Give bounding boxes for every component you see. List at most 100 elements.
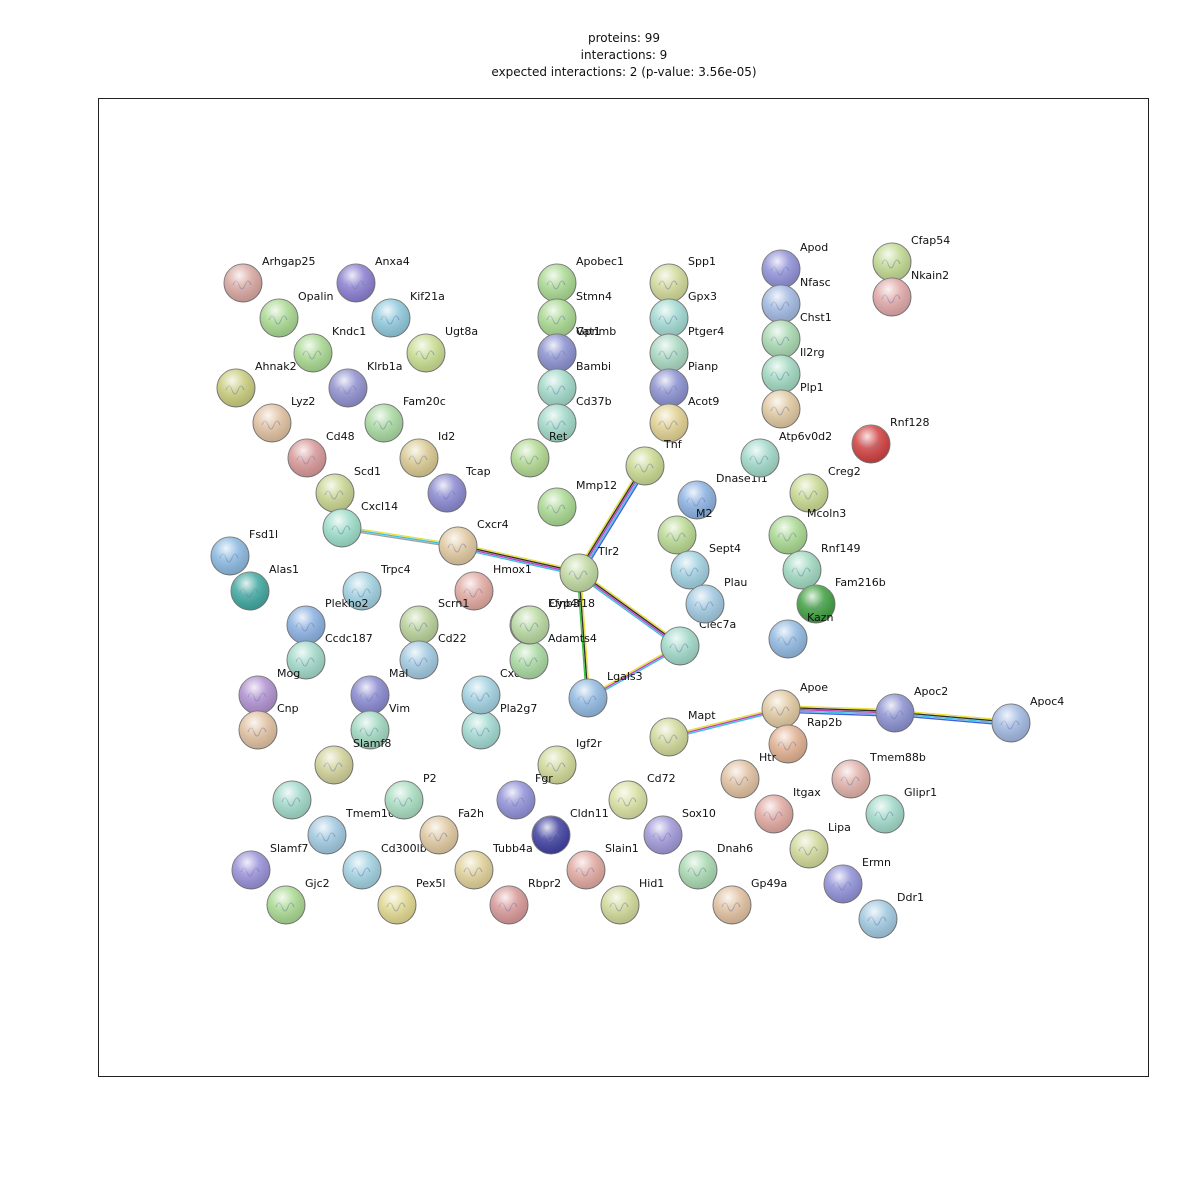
node-ptger4[interactable]: Ptger4 xyxy=(649,325,724,373)
node-atp6v0d2[interactable]: Atp6v0d2 xyxy=(740,430,832,478)
node-m2[interactable]: M2 xyxy=(657,507,713,555)
node-apoe[interactable]: Apoe xyxy=(761,681,828,729)
node-scrn1[interactable]: Scrn1 xyxy=(399,597,469,645)
node-slamf7[interactable]: Slamf7 xyxy=(231,842,308,890)
node-rbpr2[interactable]: Rbpr2 xyxy=(489,877,561,925)
node-plp1[interactable]: Plp1 xyxy=(761,381,824,429)
node-gp49a[interactable]: Gp49a xyxy=(712,877,787,925)
node-ugt8a[interactable]: Ugt8a xyxy=(406,325,478,373)
node-scd1[interactable]: Scd1 xyxy=(315,465,381,513)
node-tnf[interactable]: Tnf xyxy=(625,438,683,486)
node-vim[interactable]: Vim xyxy=(350,702,410,750)
node-lyz2[interactable]: Lyz2 xyxy=(252,395,315,443)
node-rnf149[interactable]: Rnf149 xyxy=(782,542,860,590)
node-pianp[interactable]: Pianp xyxy=(649,360,718,408)
node-dnah6[interactable]: Dnah6 xyxy=(678,842,753,890)
node-cxcl16[interactable]: Cxcl16 xyxy=(461,667,537,715)
node-hmox1[interactable]: Hmox1 xyxy=(454,563,532,611)
node-mcoln3[interactable]: Mcoln3 xyxy=(768,507,846,555)
node-id2[interactable]: Id2 xyxy=(399,430,455,478)
node-acot9[interactable]: Acot9 xyxy=(649,395,719,443)
node-adamts4[interactable]: Adamts4 xyxy=(509,632,597,680)
node-nfasc[interactable]: Nfasc xyxy=(761,276,831,324)
node-cd37b[interactable]: Cd37b xyxy=(537,395,612,443)
node-pex5l[interactable]: Pex5l xyxy=(377,877,445,925)
node-lipa[interactable]: Lipa xyxy=(789,821,851,869)
node-fam20c[interactable]: Fam20c xyxy=(364,395,446,443)
node-cyp4f18[interactable]: Cyp4f18 xyxy=(510,597,595,645)
node-nkain2[interactable]: Nkain2 xyxy=(872,269,949,317)
node-apobec1[interactable]: Apobec1 xyxy=(537,255,624,303)
node-kif21a[interactable]: Kif21a xyxy=(371,290,445,338)
node-dnase1l1[interactable]: Dnase1l1 xyxy=(677,472,768,520)
node-trpc4[interactable]: Trpc4 xyxy=(342,563,411,611)
node-alas1[interactable]: Alas1 xyxy=(230,563,299,611)
node-label: Arhgap25 xyxy=(262,255,316,268)
node-spp1[interactable]: Spp1 xyxy=(649,255,716,303)
node-label: Scd1 xyxy=(354,465,381,478)
node-igf2r[interactable]: Igf2r xyxy=(537,737,602,785)
node-apoc4[interactable]: Apoc4 xyxy=(991,695,1064,743)
node-apoc2[interactable]: Apoc2 xyxy=(875,685,948,733)
node-chst1[interactable]: Chst1 xyxy=(761,311,832,359)
node-ddr1[interactable]: Ddr1 xyxy=(858,891,924,939)
node-creg2[interactable]: Creg2 xyxy=(789,465,861,513)
node-gpx3[interactable]: Gpx3 xyxy=(649,290,717,338)
node-slamf8b[interactable] xyxy=(272,780,312,820)
node-fa2h[interactable]: Fa2h xyxy=(419,807,484,855)
node-cd72[interactable]: Cd72 xyxy=(608,772,676,820)
node-cfap54[interactable]: Cfap54 xyxy=(872,234,950,282)
node-htr[interactable]: Htr xyxy=(720,751,777,799)
node-rnf128[interactable]: Rnf128 xyxy=(851,416,929,464)
node-glipr1[interactable]: Glipr1 xyxy=(865,786,937,834)
node-ccdc187[interactable]: Ccdc187 xyxy=(286,632,373,680)
node-il2rg[interactable]: Il2rg xyxy=(761,346,825,394)
node-p2[interactable]: P2 xyxy=(384,772,437,820)
node-ahnak2[interactable]: Ahnak2 xyxy=(216,360,297,408)
node-kndc1[interactable]: Kndc1 xyxy=(293,325,366,373)
node-fam216b[interactable]: Fam216b xyxy=(796,576,886,624)
node-cxcr4[interactable]: Cxcr4 xyxy=(438,518,509,566)
node-stmn4[interactable]: Stmn4 xyxy=(537,290,612,338)
node-tmem88b[interactable]: Tmem88b xyxy=(831,751,926,799)
node-arhgap25[interactable]: Arhgap25 xyxy=(223,255,316,303)
node-lgals3[interactable]: Lgals3 xyxy=(568,670,643,718)
node-opalin[interactable]: Opalin xyxy=(259,290,333,338)
node-plekho2[interactable]: Plekho2 xyxy=(286,597,369,645)
node-tubb4a[interactable]: Tubb4a xyxy=(454,842,533,890)
node-cd48[interactable]: Cd48 xyxy=(287,430,355,478)
node-bambi[interactable]: Bambi xyxy=(537,360,611,408)
node-mog[interactable]: Mog xyxy=(238,667,300,715)
edge-evidence-line xyxy=(579,571,681,646)
node-cxcl14[interactable]: Cxcl14 xyxy=(322,500,398,548)
node-klrb1a[interactable]: Klrb1a xyxy=(328,360,403,408)
node-cd22[interactable]: Cd22 xyxy=(399,632,467,680)
node-apod[interactable]: Apod xyxy=(761,241,828,289)
node-ret[interactable]: Ret xyxy=(510,430,568,478)
node-clec7a[interactable]: Clec7a xyxy=(660,618,736,666)
node-cnp[interactable]: Cnp xyxy=(238,702,299,750)
node-tlr2[interactable]: Tlr2 xyxy=(559,545,619,593)
node-pla2g7[interactable]: Pla2g7 xyxy=(461,702,537,750)
node-anxa4[interactable]: Anxa4 xyxy=(336,255,410,303)
node-hid1[interactable]: Hid1 xyxy=(600,877,664,925)
node-plau[interactable]: Plau xyxy=(685,576,747,624)
node-fsd1l[interactable]: Fsd1l xyxy=(210,528,278,576)
node-mmp12[interactable]: Mmp12 xyxy=(537,479,617,527)
node-sox10[interactable]: Sox10 xyxy=(643,807,716,855)
node-gpnmb[interactable]: Gpnmb xyxy=(537,325,616,373)
node-slain1[interactable]: Slain1 xyxy=(566,842,639,890)
node-ermn[interactable]: Ermn xyxy=(823,856,891,904)
node-gjc2[interactable]: Gjc2 xyxy=(266,877,330,925)
node-tcap[interactable]: Tcap xyxy=(427,465,491,513)
node-tmem106a[interactable]: Tmem106a xyxy=(307,807,409,855)
node-sept4[interactable]: Sept4 xyxy=(670,542,741,590)
node-fgr[interactable]: Fgr xyxy=(496,772,553,820)
node-mapt[interactable]: Mapt xyxy=(649,709,716,757)
node-kazn[interactable]: Kazn xyxy=(768,611,834,659)
node-cd300lb[interactable]: Cd300lb xyxy=(342,842,427,890)
node-itgax[interactable]: Itgax xyxy=(754,786,821,834)
node-rap2b[interactable]: Rap2b xyxy=(768,716,842,764)
node-slamf8[interactable]: Slamf8 xyxy=(314,737,391,785)
node-cldn11[interactable]: Cldn11 xyxy=(531,807,609,855)
